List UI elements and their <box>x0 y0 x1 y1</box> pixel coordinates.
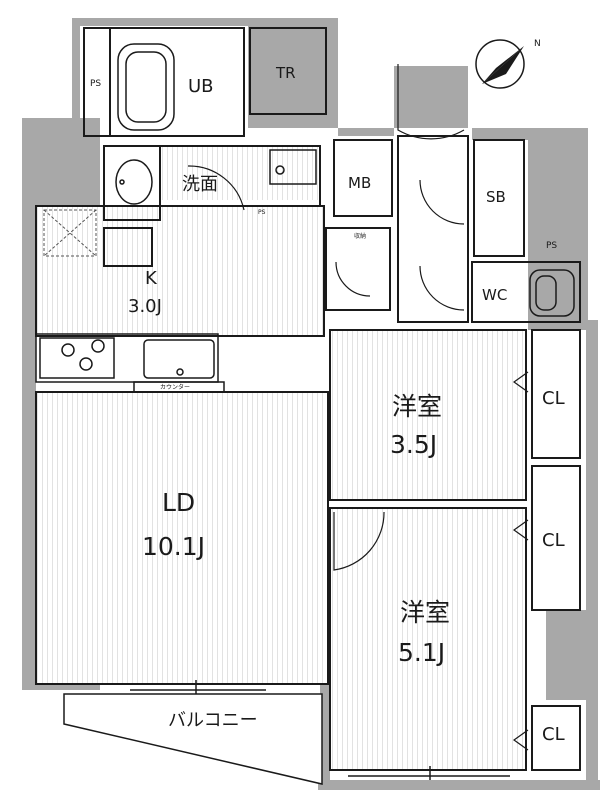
storage-shoe-box: SB <box>486 188 506 206</box>
compass-n-label: N <box>534 39 541 49</box>
wall-lines <box>35 27 581 771</box>
room-ld-size: 10.1J <box>142 532 206 561</box>
room-western2-name: 洋室 <box>400 598 451 627</box>
storage-meter-box: MB <box>348 174 372 192</box>
washbasin <box>115 149 317 205</box>
counter-label: カウンター <box>160 384 191 391</box>
room-western1-name: 洋室 <box>392 392 443 421</box>
room-ld-name: LD <box>162 488 196 517</box>
balcony-outline <box>63 693 323 785</box>
floor-areas <box>36 146 526 770</box>
room-western2-size: 5.1J <box>398 638 446 667</box>
balcony-label: バルコニー <box>168 710 258 731</box>
compass-icon <box>475 39 525 89</box>
closet-marks <box>512 371 529 751</box>
room-kitchen-name: K <box>145 268 157 289</box>
room-kitchen-size: 3.0J <box>128 296 162 317</box>
room-unit-bath: UB <box>188 76 214 97</box>
room-toilet: WC <box>482 286 508 304</box>
door-swings <box>187 64 465 571</box>
toilet-bowl <box>529 269 575 317</box>
room-washroom: 洗面 <box>182 174 218 195</box>
kitchen-counter <box>35 333 225 393</box>
room-western1-size: 3.5J <box>390 430 438 459</box>
small-storage-label: 収納 <box>354 233 367 240</box>
pipe-space-wash: PS <box>258 209 266 216</box>
x-box <box>43 209 97 257</box>
pipe-space-wc: PS <box>546 241 558 251</box>
closet-label-2: CL <box>542 530 565 551</box>
bathtub <box>117 43 175 131</box>
pipe-space-top: PS <box>90 79 102 89</box>
closet-label-3: CL <box>542 724 565 745</box>
storage-trunk-room: TR <box>276 64 296 82</box>
closet-label-1: CL <box>542 388 565 409</box>
window-marks <box>130 680 510 780</box>
